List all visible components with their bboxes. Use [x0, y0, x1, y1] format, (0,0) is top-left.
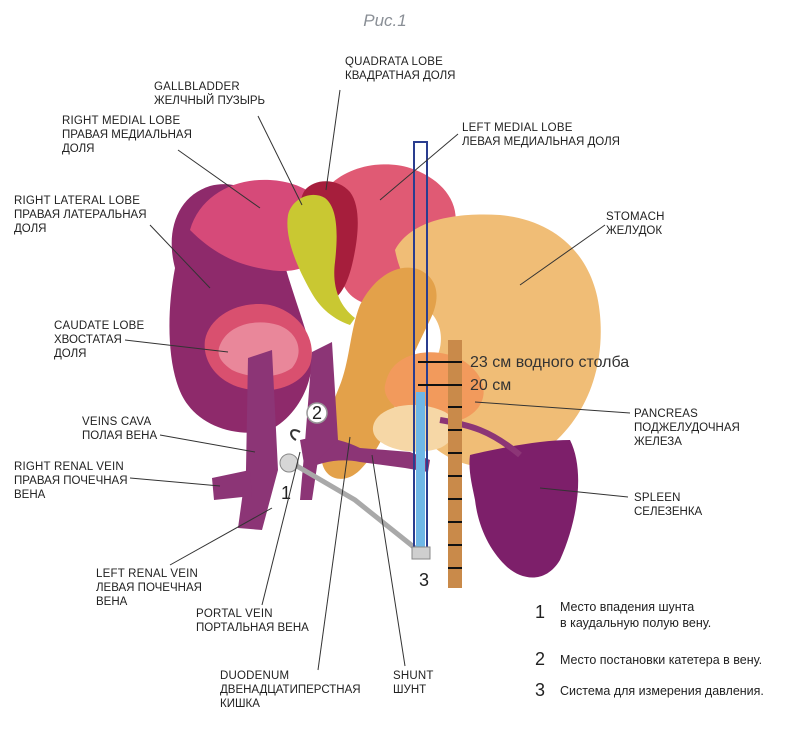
label-shunt: SHUNT ШУНТ [393, 670, 434, 696]
left-medial-ru: ЛЕВАЯ МЕДИАЛЬНАЯ ДОЛЯ [462, 136, 620, 148]
right-lateral-en: RIGHT LATERAL LOBE [14, 195, 140, 207]
gallbladder-en: GALLBLADDER [154, 81, 240, 93]
spleen-en: SPLEEN [634, 492, 681, 504]
legend-num-1: 1 [535, 602, 545, 622]
right-lateral-ru: ПРАВАЯ ЛАТЕРАЛЬНАЯ [14, 209, 147, 221]
caudate-en: CAUDATE LOBE [54, 320, 145, 332]
pancreas-ru: ПОДЖЕЛУДОЧНАЯ [634, 422, 740, 434]
gallbladder-ru: ЖЕЛЧНЫЙ ПУЗЫРЬ [154, 94, 265, 107]
spleen-ru: СЕЛЕЗЕНКА [634, 506, 703, 518]
quadrata-en: QUADRATA LOBE [345, 56, 443, 68]
left-renal-ru-2: ВЕНА [96, 596, 128, 608]
left-medial-en: LEFT MEDIAL LOBE [462, 122, 573, 134]
shunt-ru: ШУНТ [393, 684, 426, 696]
label-quadrata: QUADRATA LOBE КВАДРАТНАЯ ДОЛЯ [345, 56, 455, 82]
label-gallbladder: GALLBLADDER ЖЕЛЧНЫЙ ПУЗЫРЬ [154, 81, 265, 107]
gallbladder-shape [287, 194, 355, 325]
catheter-hook [290, 429, 301, 441]
right-renal-ru: ПРАВАЯ ПОЧЕЧНАЯ [14, 475, 128, 487]
marker-2-circle [306, 402, 328, 424]
legend-item-3: 3 Система для измерения давления. [535, 680, 764, 700]
quadrata-ru: КВАДРАТНАЯ ДОЛЯ [345, 70, 455, 82]
duodenum-en: DUODENUM [220, 670, 289, 682]
pancreas-ru-2: ЖЕЛЕЗА [634, 436, 682, 448]
label-veins-cava: VEINS CAVA ПОЛАЯ ВЕНА [82, 416, 157, 442]
legend-item-1: 1 Место впадения шунта в каудальную полу… [535, 600, 711, 630]
scale-label-23: 23 см водного столба [470, 354, 629, 371]
shunt-tube [288, 459, 417, 550]
label-left-renal: LEFT RENAL VEIN ЛЕВАЯ ПОЧЕЧНАЯ ВЕНА [96, 568, 202, 608]
label-pancreas: PANCREAS ПОДЖЕЛУДОЧНАЯ ЖЕЛЕЗА [634, 408, 740, 448]
veins-cava-ru: ПОЛАЯ ВЕНА [82, 430, 157, 442]
caudate-ru-2: ДОЛЯ [54, 348, 86, 360]
right-lateral-ru-2: ДОЛЯ [14, 223, 46, 235]
marker-1-label: 1 [281, 483, 291, 503]
right-renal-branch [212, 470, 252, 500]
right-medial-ru: ПРАВАЯ МЕДИАЛЬНАЯ [62, 129, 192, 141]
label-right-renal: RIGHT RENAL VEIN ПРАВАЯ ПОЧЕЧНАЯ ВЕНА [14, 461, 128, 501]
legend-text-1a: Место впадения шунта [560, 600, 694, 614]
label-left-medial: LEFT MEDIAL LOBE ЛЕВАЯ МЕДИАЛЬНАЯ ДОЛЯ [462, 122, 620, 148]
caudate-ru: ХВОСТАТАЯ [54, 334, 122, 346]
label-right-lateral: RIGHT LATERAL LOBE ПРАВАЯ ЛАТЕРАЛЬНАЯ ДО… [14, 195, 147, 235]
legend: 1 Место впадения шунта в каудальную полу… [535, 600, 764, 700]
stomach-ru: ЖЕЛУДОК [606, 225, 662, 237]
water-column [416, 392, 425, 552]
marker-2-label: 2 [312, 403, 322, 423]
ruler [448, 340, 462, 588]
portal-en: PORTAL VEIN [196, 608, 273, 620]
left-renal-ru: ЛЕВАЯ ПОЧЕЧНАЯ [96, 582, 202, 594]
label-stomach: STOMACH ЖЕЛУДОК [606, 211, 665, 237]
leader-lines [124, 89, 631, 671]
label-duodenum: DUODENUM ДВЕНАДЦАТИПЕРСТНАЯ КИШКА [220, 670, 361, 710]
tube-base [411, 546, 431, 560]
duodenum-ru: ДВЕНАДЦАТИПЕРСТНАЯ [220, 684, 361, 696]
right-renal-ru-2: ВЕНА [14, 489, 46, 501]
figure-title: Рис.1 [363, 11, 406, 30]
right-renal-en: RIGHT RENAL VEIN [14, 461, 124, 473]
legend-text-3: Система для измерения давления. [560, 684, 764, 698]
spleen-shape [469, 440, 579, 578]
stomach-en: STOMACH [606, 211, 665, 223]
veins-cava-en: VEINS CAVA [82, 416, 151, 428]
duodenum-ru-2: КИШКА [220, 698, 260, 710]
legend-num-2: 2 [535, 649, 545, 669]
shunt-junction [279, 453, 299, 473]
marker-3-label: 3 [419, 570, 429, 590]
label-portal: PORTAL VEIN ПОРТАЛЬНАЯ ВЕНА [196, 608, 309, 634]
pancreas-en: PANCREAS [634, 408, 698, 420]
legend-text-1b: в каудальную полую вену. [560, 616, 711, 630]
legend-num-3: 3 [535, 680, 545, 700]
right-medial-ru-2: ДОЛЯ [62, 143, 94, 155]
scale-label-20: 20 см [470, 377, 511, 394]
caudate-lobe-highlight [218, 322, 299, 377]
legend-text-2: Место постановки катетера в вену. [560, 653, 762, 667]
portal-ru: ПОРТАЛЬНАЯ ВЕНА [196, 622, 309, 634]
label-right-medial: RIGHT MEDIAL LOBE ПРАВАЯ МЕДИАЛЬНАЯ ДОЛЯ [62, 115, 192, 155]
label-spleen: SPLEEN СЕЛЕЗЕНКА [634, 492, 703, 518]
right-medial-en: RIGHT MEDIAL LOBE [62, 115, 181, 127]
left-renal-en: LEFT RENAL VEIN [96, 568, 198, 580]
label-caudate: CAUDATE LOBE ХВОСТАТАЯ ДОЛЯ [54, 320, 145, 360]
legend-item-2: 2 Место постановки катетера в вену. [535, 649, 762, 669]
shunt-en: SHUNT [393, 670, 434, 682]
duodenum-shape [321, 267, 437, 479]
portal-vein [300, 437, 430, 472]
